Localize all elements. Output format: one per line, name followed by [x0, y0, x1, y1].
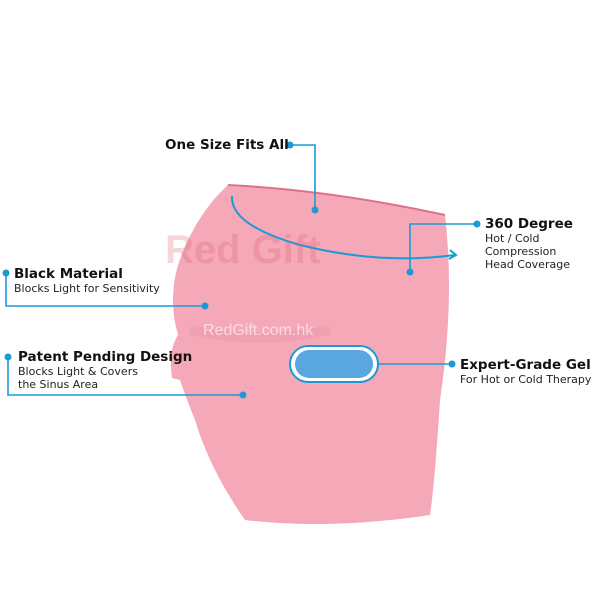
- seam: [227, 184, 446, 216]
- callout-line: Blocks Light & Covers: [18, 365, 138, 378]
- callout-title: Black Material: [14, 266, 123, 282]
- callout-line: Head Coverage: [485, 258, 570, 271]
- callout-line: Compression: [485, 245, 557, 258]
- callout-line: Blocks Light for Sensitivity: [14, 282, 160, 295]
- callout-black-material: Black Material Blocks Light for Sensitiv…: [14, 266, 160, 295]
- eye-shadow: [188, 325, 332, 343]
- callout-line: the Sinus Area: [18, 378, 99, 391]
- callout-title: Expert-Grade Gel: [460, 357, 591, 373]
- watermark-logo: Red Gift: [165, 228, 321, 272]
- callout-title: One Size Fits All: [165, 137, 289, 153]
- watermark-url: RedGift.com.hk: [203, 322, 314, 339]
- callout-line: For Hot or Cold Therapy: [460, 373, 592, 386]
- callout-one-size: One Size Fits All: [165, 137, 289, 153]
- callout-360-degree: 360 Degree Hot / Cold Compression Head C…: [485, 216, 573, 271]
- callout-line: Hot / Cold: [485, 232, 540, 245]
- callout-title: Patent Pending Design: [18, 349, 193, 365]
- callout-title: 360 Degree: [485, 216, 573, 232]
- callout-gel: Expert-Grade Gel For Hot or Cold Therapy: [460, 357, 591, 386]
- rotation-arrow: [230, 195, 456, 260]
- callout-patent-pending: Patent Pending Design Blocks Light & Cov…: [18, 349, 192, 391]
